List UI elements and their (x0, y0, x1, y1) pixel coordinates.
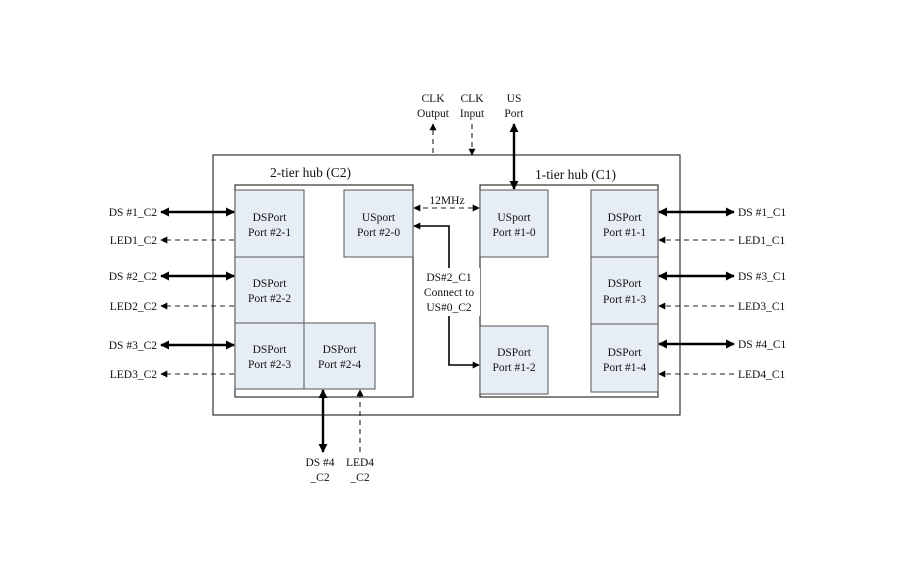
svg-text:_C2: _C2 (349, 472, 369, 484)
left-label-led1: LED1_C2 (110, 235, 158, 247)
svg-text:Input: Input (460, 108, 485, 120)
svg-text:LED4: LED4 (346, 457, 374, 469)
port-2-3: DSPort Port #2-3 (234, 322, 305, 390)
svg-text:US#0_C2: US#0_C2 (426, 302, 472, 314)
bottom-label-led4: LED4 _C2 (346, 457, 374, 484)
port-1-1: DSPort Port #1-1 (590, 189, 659, 258)
port-2-4: DSPort Port #2-4 (303, 322, 376, 390)
svg-text:Output: Output (417, 108, 450, 120)
bottom-label-ds4: DS #4 _C2 (305, 457, 334, 484)
svg-text:DSPort: DSPort (497, 347, 532, 359)
right-label-led3: LED3_C1 (738, 301, 786, 313)
port-1-3: DSPort Port #1-3 (590, 256, 659, 325)
svg-text:DS #4: DS #4 (305, 457, 334, 469)
svg-text:DSPort: DSPort (253, 344, 288, 356)
svg-text:DSPort: DSPort (253, 212, 288, 224)
us-port-label: US Port (504, 93, 524, 120)
right-label-ds1: DS #1_C1 (738, 207, 786, 219)
svg-text:Port #1-4: Port #1-4 (603, 362, 646, 374)
svg-text:Port #1-2: Port #1-2 (492, 362, 535, 374)
svg-text:DSPort: DSPort (608, 347, 643, 359)
svg-text:Port #2-4: Port #2-4 (318, 359, 361, 371)
svg-text:Port #1-3: Port #1-3 (603, 294, 646, 306)
svg-text:DSPort: DSPort (253, 278, 288, 290)
hub-c1-title: 1-tier hub (C1) (535, 167, 616, 182)
connect-note: DS#2_C1 Connect to US#0_C2 (424, 272, 474, 314)
clk-output-label: CLK Output (417, 93, 450, 120)
port-1-2: DSPort Port #1-2 (479, 325, 549, 395)
port-2-1: DSPort Port #2-1 (234, 189, 305, 258)
svg-text:Port #1-0: Port #1-0 (492, 227, 535, 239)
svg-text:Port: Port (504, 108, 524, 120)
hub-c2-title: 2-tier hub (C2) (270, 165, 351, 180)
svg-text:DSPort: DSPort (608, 212, 643, 224)
svg-text:_C2: _C2 (309, 472, 329, 484)
left-label-led3: LED3_C2 (110, 369, 158, 381)
svg-text:DSPort: DSPort (323, 344, 358, 356)
right-label-ds4: DS #4_C1 (738, 339, 786, 351)
outer-board (212, 154, 681, 416)
port-2-0: USport Port #2-0 (343, 189, 414, 258)
svg-text:CLK: CLK (422, 93, 446, 105)
port-1-0: USport Port #1-0 (479, 189, 549, 258)
svg-text:USport: USport (362, 212, 396, 224)
svg-text:Port #1-1: Port #1-1 (603, 227, 646, 239)
svg-text:Connect to: Connect to (424, 287, 474, 299)
left-label-ds3: DS #3_C2 (109, 340, 157, 352)
svg-text:Port #2-1: Port #2-1 (248, 227, 291, 239)
svg-text:USport: USport (497, 212, 531, 224)
right-label-ds3: DS #3_C1 (738, 271, 786, 283)
freq-label: 12MHz (429, 195, 464, 207)
left-label-ds2: DS #2_C2 (109, 271, 157, 283)
port-1-4: DSPort Port #1-4 (590, 323, 659, 393)
svg-text:Port #2-2: Port #2-2 (248, 293, 291, 305)
svg-text:CLK: CLK (461, 93, 485, 105)
svg-text:DSPort: DSPort (608, 278, 643, 290)
svg-text:Port #2-0: Port #2-0 (357, 227, 400, 239)
svg-text:US: US (507, 93, 522, 105)
clk-input-label: CLK Input (460, 93, 485, 120)
svg-text:DS#2_C1: DS#2_C1 (426, 272, 472, 284)
left-label-led2: LED2_C2 (110, 301, 158, 313)
left-label-ds1: DS #1_C2 (109, 207, 157, 219)
svg-text:Port #2-3: Port #2-3 (248, 359, 291, 371)
right-label-led4: LED4_C1 (738, 369, 786, 381)
right-label-led1: LED1_C1 (738, 235, 786, 247)
port-2-2: DSPort Port #2-2 (234, 256, 305, 324)
